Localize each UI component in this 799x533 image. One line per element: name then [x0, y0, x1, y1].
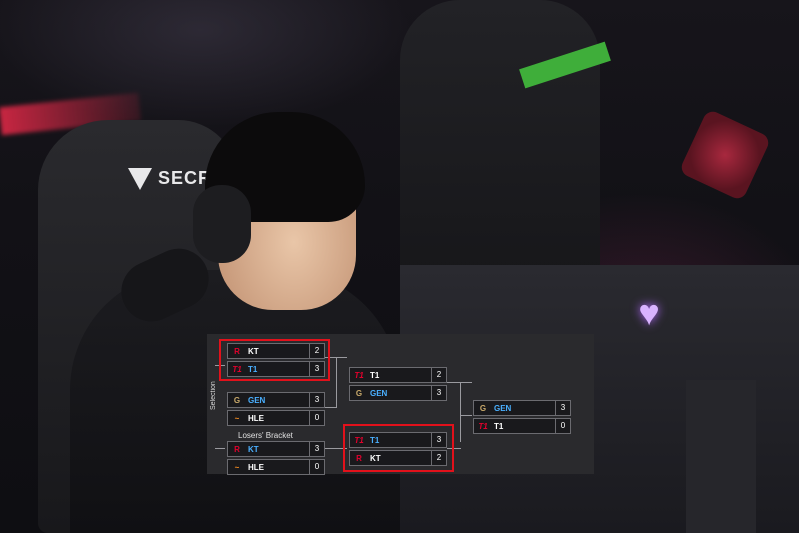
bracket-connector [336, 387, 337, 407]
losers-bracket-label: Losers' Bracket [238, 431, 293, 440]
monitor [686, 380, 756, 533]
t1-logo-icon: T1 [232, 364, 242, 374]
gen-logo-icon: G [479, 403, 487, 413]
team-row: ~ HLE 0 [227, 459, 325, 475]
bracket-connector [460, 382, 461, 442]
chair-triangle-logo-icon [128, 168, 152, 190]
team-score: 3 [431, 386, 446, 400]
headset-icon [193, 185, 251, 263]
team-row: T1 T1 2 [349, 367, 447, 383]
bracket-connector [215, 448, 225, 449]
team-score: 3 [309, 442, 324, 456]
match-t1-kt: T1 T1 3 R KT 2 [349, 432, 447, 468]
t1-logo-icon: T1 [354, 435, 364, 445]
team-score: 3 [309, 362, 324, 376]
bracket-connector [447, 448, 461, 449]
team-name: HLE [248, 413, 264, 423]
gen-logo-icon: G [233, 395, 241, 405]
team-score: 0 [555, 419, 570, 433]
team-score: 2 [431, 451, 446, 465]
team-row: ~ HLE 0 [227, 410, 325, 426]
hle-logo-icon: ~ [234, 413, 240, 423]
bracket-connector [460, 415, 472, 416]
highlight-box [343, 424, 454, 472]
team-name: T1 [494, 421, 504, 431]
kt-logo-icon: R [234, 444, 240, 454]
chair-logo-text: SECR [158, 168, 213, 188]
team-name: KT [248, 444, 259, 454]
team-row: T1 T1 3 [227, 361, 325, 377]
team-score: 2 [431, 368, 446, 382]
gen-logo-icon: G [355, 388, 363, 398]
bracket-connector [325, 407, 337, 408]
hle-logo-icon: ~ [234, 462, 240, 472]
match-kt-hle: R KT 3 ~ HLE 0 [227, 441, 325, 477]
bracket-connector [336, 357, 337, 387]
t1-logo-icon: T1 [354, 370, 364, 380]
team-name: GEN [248, 395, 266, 405]
team-score: 0 [309, 460, 324, 474]
match-gen-hle: G GEN 3 ~ HLE 0 [227, 392, 325, 428]
team-row: G GEN 3 [349, 385, 447, 401]
team-name: KT [248, 346, 259, 356]
team-row: G GEN 3 [227, 392, 325, 408]
match-gen-t1: G GEN 3 T1 T1 0 [473, 400, 571, 436]
team-row: G GEN 3 [473, 400, 571, 416]
team-name: T1 [248, 364, 258, 374]
team-name: HLE [248, 462, 264, 472]
t1-logo-icon: T1 [478, 421, 488, 431]
team-name: T1 [370, 370, 380, 380]
team-row: R KT 3 [227, 441, 325, 457]
glowing-logo-icon: ♥ [638, 292, 660, 333]
team-name: KT [370, 453, 381, 463]
team-score: 3 [431, 433, 446, 447]
team-score: 2 [309, 344, 324, 358]
team-name: T1 [370, 435, 380, 445]
kt-logo-icon: R [234, 346, 240, 356]
team-row: T1 T1 3 [349, 432, 447, 448]
team-name: GEN [494, 403, 512, 413]
bracket-connector [325, 448, 347, 449]
team-name: GEN [370, 388, 388, 398]
team-row: R KT 2 [227, 343, 325, 359]
team-score: 0 [309, 411, 324, 425]
team-row: R KT 2 [349, 450, 447, 466]
bracket-connector [447, 382, 472, 383]
team-score: 3 [309, 393, 324, 407]
staff-member [400, 0, 600, 300]
match-t1-gen: T1 T1 2 G GEN 3 [349, 367, 447, 403]
team-score: 3 [555, 401, 570, 415]
match-kt-t1: R KT 2 T1 T1 3 [227, 343, 325, 379]
kt-logo-icon: R [356, 453, 362, 463]
trophy-prop [678, 108, 772, 202]
highlight-box [219, 339, 330, 381]
team-row: T1 T1 0 [473, 418, 571, 434]
